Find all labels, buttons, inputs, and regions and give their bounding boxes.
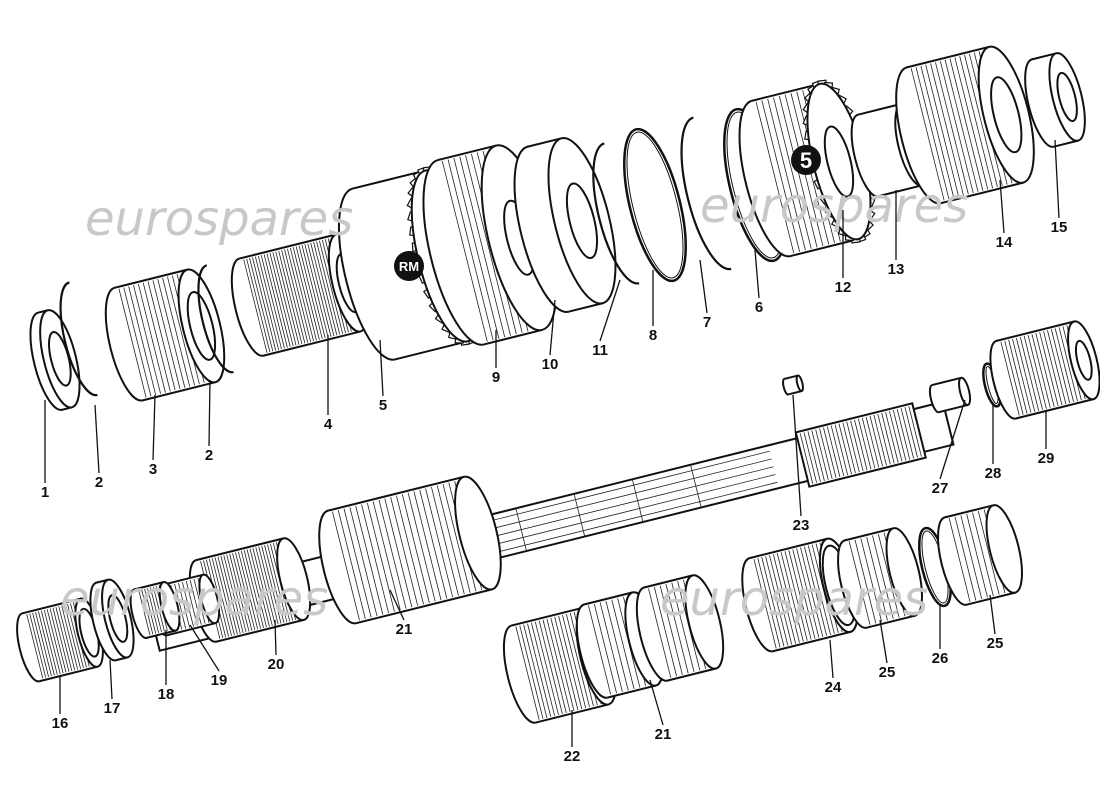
needle-cage bbox=[837, 527, 923, 629]
circlip bbox=[197, 264, 234, 374]
leader-line bbox=[699, 259, 708, 314]
callout-14: 14 bbox=[996, 234, 1013, 251]
callout-7: 7 bbox=[703, 314, 711, 331]
callout-16: 16 bbox=[52, 715, 69, 732]
callout-21: 21 bbox=[655, 726, 672, 743]
leader-line bbox=[379, 339, 384, 397]
circlip bbox=[59, 281, 98, 397]
woodruff-key bbox=[782, 374, 804, 396]
callout-29: 29 bbox=[1038, 450, 1055, 467]
callout-6: 6 bbox=[755, 299, 763, 316]
callout-8: 8 bbox=[649, 327, 657, 344]
callout-28: 28 bbox=[985, 465, 1002, 482]
retainer-plate bbox=[29, 309, 81, 411]
leader-line bbox=[879, 619, 888, 664]
leader-line bbox=[939, 399, 966, 480]
leader-line bbox=[152, 394, 156, 461]
rear-spacer bbox=[928, 376, 972, 414]
watermark: eurospares bbox=[60, 571, 328, 627]
callout-24: 24 bbox=[825, 679, 842, 696]
callout-9: 9 bbox=[492, 369, 500, 386]
rear-bush bbox=[989, 320, 1100, 420]
leader-line bbox=[649, 679, 664, 726]
watermark: eurospares bbox=[660, 571, 928, 627]
synchro-ring bbox=[623, 127, 687, 283]
threaded-nut bbox=[16, 597, 104, 683]
callout-27: 27 bbox=[932, 480, 949, 497]
bush-sleeve bbox=[230, 233, 370, 357]
bush bbox=[741, 537, 859, 653]
callout-1: 1 bbox=[41, 484, 49, 501]
callout-15: 15 bbox=[1051, 219, 1068, 236]
callout-19: 19 bbox=[211, 672, 228, 689]
synchro-ring bbox=[680, 116, 732, 271]
lock-washer bbox=[89, 578, 135, 662]
callout-11: 11 bbox=[592, 342, 608, 359]
callout-13: 13 bbox=[888, 261, 905, 278]
callout-4: 4 bbox=[324, 416, 333, 433]
callout-25: 25 bbox=[987, 635, 1004, 652]
leader-line bbox=[999, 179, 1005, 234]
callout-23: 23 bbox=[793, 517, 810, 534]
leader-line bbox=[389, 589, 405, 621]
leader-line bbox=[989, 594, 996, 635]
leader-line bbox=[94, 404, 100, 474]
reverse-gear-badge: RM bbox=[394, 251, 424, 281]
leader-line bbox=[549, 299, 556, 356]
watermark: eurospares bbox=[85, 191, 353, 247]
callout-12: 12 bbox=[835, 279, 852, 296]
leader-line bbox=[792, 394, 802, 517]
watermark: eurospares bbox=[700, 178, 968, 234]
leader-line bbox=[754, 249, 760, 299]
leader-line bbox=[208, 379, 211, 447]
selector-plate bbox=[513, 137, 617, 313]
locknut bbox=[1024, 52, 1086, 148]
callout-2: 2 bbox=[95, 474, 103, 491]
needle-bearing bbox=[129, 581, 181, 639]
leader-line bbox=[109, 659, 113, 700]
needle-cage bbox=[635, 574, 725, 682]
ball-bearing bbox=[104, 268, 226, 402]
callout-25: 25 bbox=[879, 664, 896, 681]
svg-text:5: 5 bbox=[800, 148, 812, 173]
needle-cage bbox=[937, 504, 1023, 606]
spring-ring bbox=[592, 142, 640, 285]
callout-3: 3 bbox=[149, 461, 157, 478]
roller-bearing bbox=[895, 45, 1035, 205]
leader-line bbox=[829, 639, 834, 679]
callout-20: 20 bbox=[268, 656, 285, 673]
callout-10: 10 bbox=[542, 356, 559, 373]
callout-17: 17 bbox=[104, 700, 121, 717]
fifth-gear-badge: 5 bbox=[791, 145, 821, 175]
leader-line bbox=[189, 624, 220, 672]
leader-line bbox=[1054, 139, 1060, 219]
needle-cage bbox=[318, 475, 502, 625]
leader-line bbox=[274, 619, 277, 656]
svg-text:RM: RM bbox=[399, 259, 419, 274]
callout-5: 5 bbox=[379, 397, 387, 414]
callout-2: 2 bbox=[205, 447, 213, 464]
callout-21: 21 bbox=[396, 621, 413, 638]
synchro-hub bbox=[422, 144, 558, 346]
callout-22: 22 bbox=[564, 748, 581, 765]
callout-26: 26 bbox=[932, 650, 949, 667]
leader-line bbox=[599, 279, 621, 342]
callout-18: 18 bbox=[158, 686, 175, 703]
